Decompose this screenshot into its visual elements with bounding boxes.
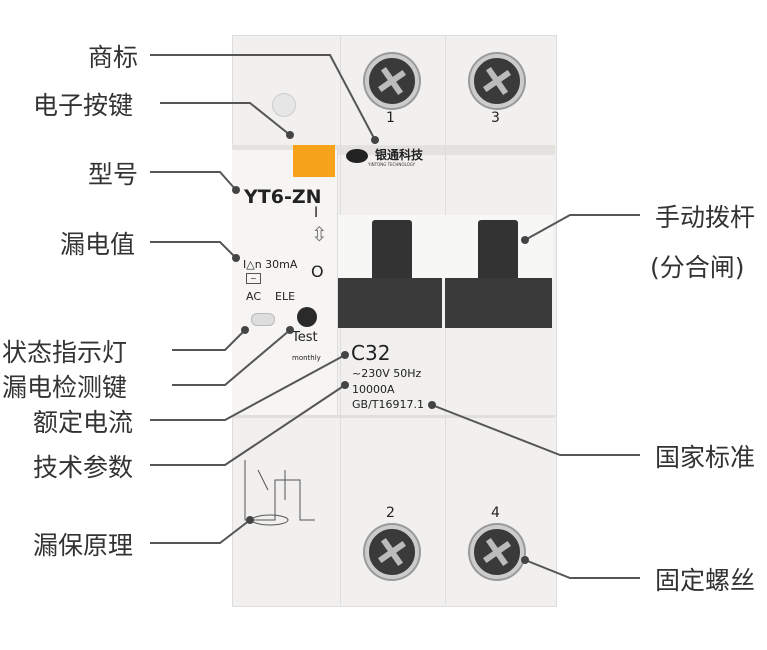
label-national-standard: 国家标准 <box>655 443 756 472</box>
test-sublabel: monthly <box>292 354 321 362</box>
type-ac: AC <box>246 290 262 303</box>
standard-code: GB/T16917.1 <box>352 398 424 411</box>
model-number: YT6-ZN <box>244 186 322 208</box>
label-leakage-value: 漏电值 <box>60 230 136 259</box>
off-marker: O <box>311 262 324 281</box>
brand-name-en: YINTONG TECHNOLOGY <box>368 162 416 167</box>
label-fixing-screw: 固定螺丝 <box>655 566 756 595</box>
updown-arrow-icon: ⇳ <box>311 222 328 246</box>
electronic-key[interactable] <box>272 93 296 117</box>
terminal-label: 2 <box>386 505 395 521</box>
breaking-capacity: 10000A <box>352 383 395 396</box>
on-marker: I <box>314 205 319 221</box>
voltage-rating: ~230V 50Hz <box>352 367 422 380</box>
label-manual-handle: 手动拨杆 <box>655 203 756 232</box>
label-electronic-key: 电子按键 <box>33 91 134 120</box>
terminal-screw-2 <box>365 525 419 579</box>
brand-name: 银通科技 <box>375 148 424 162</box>
toggle-handle-1[interactable] <box>372 220 412 280</box>
divider <box>232 145 555 155</box>
terminal-screw-1 <box>365 54 419 108</box>
status-indicator-light <box>251 313 275 326</box>
leakage-rating: I△n 30mA <box>243 258 298 271</box>
label-trademark: 商标 <box>88 43 139 72</box>
toggle-base-1[interactable] <box>338 278 442 328</box>
toggle-base-2[interactable] <box>445 278 552 328</box>
label-status-light: 状态指示灯 <box>2 338 128 367</box>
wave-symbol: ~ <box>246 273 261 284</box>
toggle-handle-2[interactable] <box>478 220 518 280</box>
test-label: Test <box>292 330 318 345</box>
brand-logo-icon <box>346 149 368 163</box>
terminal-screw-3 <box>470 54 524 108</box>
label-leakage-test-key: 漏电检测键 <box>2 373 128 402</box>
label-technical-params: 技术参数 <box>33 453 134 482</box>
label-handle-sub: (分合闸) <box>650 253 745 282</box>
current-rating: C32 <box>351 341 391 365</box>
leakage-panel <box>232 150 338 415</box>
type-ele: ELE <box>275 290 296 303</box>
label-rated-current: 额定电流 <box>33 408 134 437</box>
test-tab-orange[interactable] <box>293 145 335 177</box>
divider <box>232 415 555 418</box>
label-leakage-principle: 漏保原理 <box>33 531 134 560</box>
terminal-label: 4 <box>491 505 500 521</box>
test-button[interactable] <box>297 307 317 327</box>
label-model: 型号 <box>88 160 139 189</box>
terminal-label: 1 <box>386 110 395 126</box>
terminal-screw-4 <box>470 525 524 579</box>
terminal-label: 3 <box>491 110 500 126</box>
